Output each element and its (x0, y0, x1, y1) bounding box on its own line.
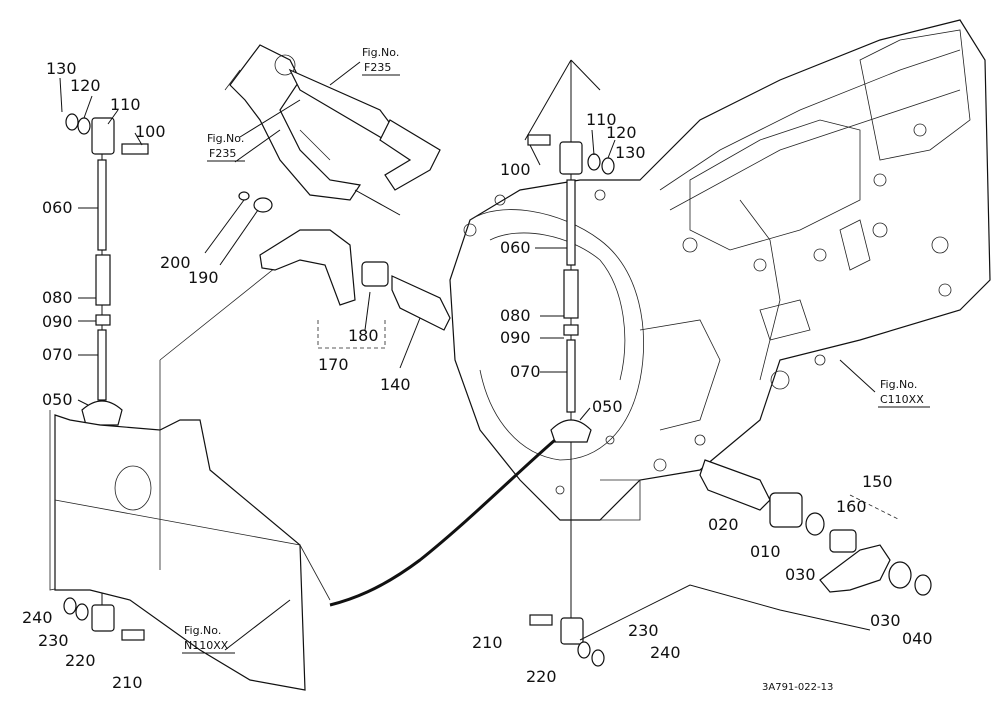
label-210-right: 210 (472, 633, 503, 652)
label-240-right: 240 (650, 643, 681, 662)
label-180: 180 (348, 326, 379, 345)
pedal-assembly (224, 44, 441, 216)
right-rod-assembly (524, 59, 615, 667)
label-240-left: 240 (22, 608, 53, 627)
middle-shaft-parts (238, 191, 451, 349)
ref-f235-top-title: Fig.No. (362, 46, 399, 59)
label-220-left: 220 (65, 651, 96, 670)
ref-c110xx-code: C110XX (880, 393, 924, 406)
label-210-left: 210 (112, 673, 143, 692)
label-020: 020 (708, 515, 739, 534)
ref-n110xx-code: N110XX (184, 639, 229, 652)
label-120-right: 120 (606, 123, 637, 142)
label-170: 170 (318, 355, 349, 374)
label-200: 200 (160, 253, 191, 272)
label-090-right: 090 (500, 328, 531, 347)
label-110-left: 110 (110, 95, 141, 114)
label-070-right: 070 (510, 362, 541, 381)
label-120-left: 120 (70, 76, 101, 95)
ref-f235-top-code: F235 (364, 61, 391, 74)
label-130-left: 130 (46, 59, 77, 78)
transmission-housing (449, 19, 991, 521)
label-160: 160 (836, 497, 867, 516)
control-cable (329, 438, 556, 607)
label-230-right: 230 (628, 621, 659, 640)
label-090-left: 090 (42, 312, 73, 331)
ref-f235-mid-title: Fig.No. (207, 132, 244, 145)
label-100-left: 100 (135, 122, 166, 141)
label-060-right: 060 (500, 238, 531, 257)
label-010: 010 (750, 542, 781, 561)
label-030-b: 030 (870, 611, 901, 630)
label-110-right: 110 (586, 110, 617, 129)
label-040: 040 (902, 629, 933, 648)
label-030-a: 030 (785, 565, 816, 584)
label-070-left: 070 (42, 345, 73, 364)
label-230-left: 230 (38, 631, 69, 650)
ref-n110xx-title: Fig.No. (184, 624, 221, 637)
floor-plate (49, 239, 331, 691)
label-060-left: 060 (42, 198, 73, 217)
bottom-right-shaft-parts (579, 459, 932, 641)
label-220-right: 220 (526, 667, 557, 686)
leader-lines (59, 61, 876, 651)
label-100-right: 100 (500, 160, 531, 179)
label-190: 190 (188, 268, 219, 287)
drawing-code: 3A791-022-13 (762, 682, 833, 693)
ref-f235-mid-code: F235 (209, 147, 236, 160)
ref-c110xx-title: Fig.No. (880, 378, 917, 391)
label-130-right: 130 (615, 143, 646, 162)
label-050-right: 050 (592, 397, 623, 416)
label-050-left: 050 (42, 390, 73, 409)
label-140: 140 (380, 375, 411, 394)
label-080-left: 080 (42, 288, 73, 307)
label-080-right: 080 (500, 306, 531, 325)
label-150: 150 (862, 472, 893, 491)
